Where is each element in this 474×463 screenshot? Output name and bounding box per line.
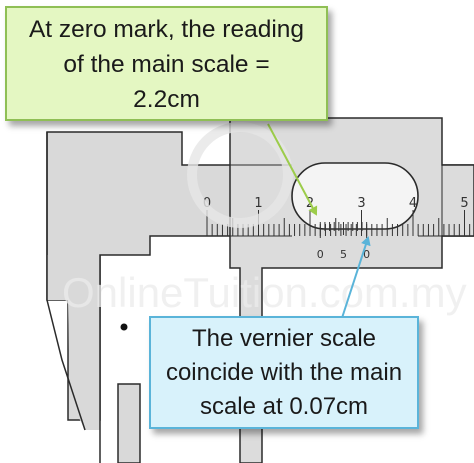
vernier-scale-label: 0 — [363, 248, 370, 261]
main-callout-line-2: of the main scale = — [63, 51, 270, 78]
main-callout-line-3: 2.2cm — [133, 86, 200, 113]
vernier-scale-labels: 0 5 0 — [317, 248, 370, 261]
main-scale-label: 4 — [409, 196, 417, 211]
caliper-fixed-jaw — [47, 255, 100, 430]
main-callout-line-1: At zero mark, the reading — [28, 16, 305, 43]
main-scale-label: 1 — [254, 196, 262, 211]
main-reading-arrow — [267, 123, 318, 216]
vernier-scale-callout: The vernier scale coincide with the main… — [149, 316, 419, 429]
vernier-callout-line-2: coincide with the main — [165, 359, 403, 386]
vernier-callout-line-3: scale at 0.07cm — [199, 393, 369, 420]
vernier-scale-label: 5 — [340, 248, 347, 261]
vernier-scale-label: 0 — [317, 248, 324, 261]
watermark-logo — [187, 122, 293, 228]
jaw-dot — [120, 323, 128, 331]
jaw-slot — [117, 383, 141, 463]
main-scale-label: 5 — [460, 196, 468, 211]
watermark-text: OnlineTuition.com.my — [62, 269, 467, 316]
vernier-reading-arrow — [341, 236, 371, 319]
main-scale-callout: At zero mark, the reading of the main sc… — [5, 6, 328, 121]
vernier-window — [291, 162, 419, 230]
vernier-callout-line-1: The vernier scale — [191, 325, 377, 352]
main-scale-label: 3 — [357, 196, 365, 211]
vernier-scale-ticks — [319, 222, 368, 238]
